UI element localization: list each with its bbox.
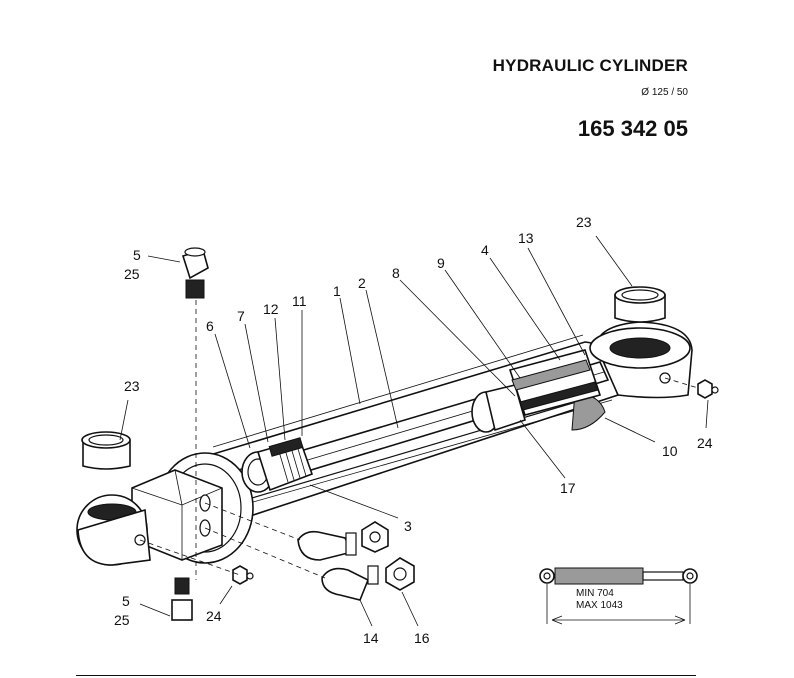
elbow-fitting-lower (321, 565, 379, 601)
callout-16: 16 (414, 630, 430, 646)
callout-12: 12 (263, 301, 279, 317)
callout-5-bottom: 5 (122, 593, 130, 609)
grease-nipple-right (697, 379, 719, 399)
nut-lower (385, 557, 415, 591)
callout-23-left: 23 (124, 378, 140, 394)
callout-11: 11 (292, 293, 307, 309)
callout-24-right: 24 (697, 435, 713, 451)
callout-14: 14 (363, 630, 379, 646)
piston-assembly (241, 437, 314, 493)
callout-5-top: 5 (133, 247, 141, 263)
callout-6: 6 (206, 318, 214, 334)
stroke-max-label: MAX 1043 (576, 600, 623, 611)
callout-25-top: 25 (124, 266, 140, 282)
footer-rule (76, 675, 696, 676)
callout-25-bottom: 25 (114, 612, 130, 628)
callout-17: 17 (560, 480, 576, 496)
stroke-dimension-inset: MIN 704 MAX 1043 (539, 567, 698, 625)
grease-nipple-left (232, 565, 254, 585)
port-fitting-top (181, 247, 209, 299)
callout-1: 1 (333, 283, 341, 299)
bushing-left (81, 431, 131, 470)
stroke-min-label: MIN 704 (576, 588, 614, 599)
callout-23-right: 23 (576, 214, 592, 230)
rod-guide (471, 384, 526, 433)
callout-7: 7 (237, 308, 245, 324)
callout-4: 4 (481, 242, 489, 258)
callout-8: 8 (392, 265, 400, 281)
bore-rod-diameter: Ø 125 / 50 (641, 87, 688, 98)
callout-10: 10 (662, 443, 678, 459)
drawing-title: HYDRAULIC CYLINDER (492, 56, 688, 75)
callout-2: 2 (358, 275, 366, 291)
leader-lines (119, 235, 709, 627)
port-fitting-bottom (171, 577, 193, 621)
bushing-right (614, 286, 666, 323)
nut-upper (361, 521, 389, 553)
gland-assembly (508, 349, 602, 416)
elbow-fitting-upper (297, 530, 357, 561)
clevis-block (76, 469, 223, 566)
part-number: 165 342 05 (577, 116, 688, 141)
callout-3: 3 (404, 518, 412, 534)
callout-9: 9 (437, 255, 445, 271)
callout-13: 13 (518, 230, 534, 246)
callout-24-left: 24 (206, 608, 222, 624)
